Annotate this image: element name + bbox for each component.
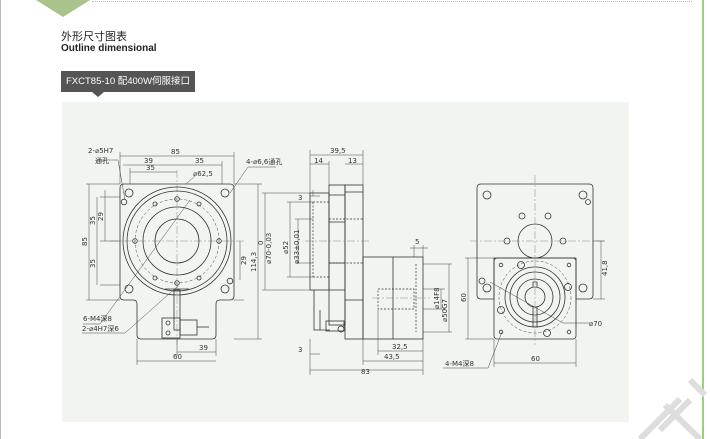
corner-holes bbox=[120, 188, 234, 294]
dim-35-left-upper: 35 bbox=[89, 216, 97, 225]
dim-32-5: 32,5 bbox=[392, 343, 408, 351]
section-title-en: Outline dimensional bbox=[61, 43, 157, 54]
page-left-border bbox=[0, 0, 1, 439]
dim-3-top: 3 bbox=[298, 194, 302, 202]
label-6-m4: 6-M4深8 bbox=[83, 314, 112, 323]
dim-dia-33: ⌀33±0,01 bbox=[293, 229, 301, 264]
dim-14: 14 bbox=[314, 157, 323, 165]
label-4-m4: 4-M4深8 bbox=[445, 359, 474, 368]
dim-39-top: 39 bbox=[144, 157, 153, 165]
dim-13: 13 bbox=[348, 157, 357, 165]
rear-view: 41,8 60 ⌀70 4-M4深8 60 bbox=[443, 175, 609, 369]
dim-43-5: 43,5 bbox=[384, 353, 400, 361]
dim-35-left-lower: 35 bbox=[89, 259, 97, 268]
label-through-hole: 通孔 bbox=[95, 156, 109, 165]
page-right-accent-line bbox=[702, 0, 704, 439]
dim-5: 5 bbox=[415, 238, 419, 246]
dim-29-left: 29 bbox=[97, 212, 105, 221]
section-title-cn: 外形尺寸图表 bbox=[61, 30, 127, 43]
dim-39-5: 39,5 bbox=[330, 147, 346, 155]
dim-41-8: 41,8 bbox=[601, 260, 609, 276]
dim-35-top-left: 35 bbox=[146, 164, 155, 172]
dim-dia-70: ⌀70-0,03 bbox=[265, 233, 273, 264]
dim-dia-50g7: ⌀50G7 bbox=[441, 299, 449, 322]
label-2-dia-4h7: 2-⌀4H7深6 bbox=[82, 324, 119, 333]
dim-83: 83 bbox=[361, 368, 370, 376]
header-triangle-decoration bbox=[36, 0, 90, 17]
dim-85-height: 85 bbox=[81, 237, 89, 246]
dim-85-width: 85 bbox=[171, 148, 180, 156]
dim-3-bottom: 3 bbox=[298, 346, 302, 354]
dim-114-3: 114,3 bbox=[250, 252, 258, 272]
label-4-dia-6-6: 4-⌀6,6通孔 bbox=[246, 157, 282, 166]
side-view: 39,5 14 13 3 0 ⌀70-0,03 ⌀52 ⌀33±0,01 5 ⌀… bbox=[257, 147, 452, 376]
dim-dia-52: ⌀52 bbox=[282, 241, 290, 254]
dim-29-right: 29 bbox=[240, 256, 248, 265]
dim-60-bottom-rear: 60 bbox=[531, 355, 540, 363]
dim-60-vertical: 60 bbox=[460, 293, 468, 302]
label-2-dia-5h7: 2-⌀5H7 bbox=[88, 147, 113, 155]
dim-dia-14f8: ⌀14F8 bbox=[433, 287, 441, 309]
drawing-panel bbox=[62, 102, 629, 422]
bolt-holes bbox=[132, 196, 222, 286]
dim-60-bottom: 60 bbox=[173, 353, 182, 361]
dim-dia-62-5: ⌀62,5 bbox=[193, 170, 213, 178]
dim-39-bottom: 39 bbox=[199, 344, 208, 352]
header-dotted-divider bbox=[92, 1, 692, 2]
watermark-logo bbox=[637, 377, 708, 439]
front-view: 85 39 35 35 ⌀62,5 2-⌀5H7 通孔 4-⌀6,6通孔 85 … bbox=[81, 147, 282, 365]
model-tag-pointer bbox=[92, 92, 104, 97]
model-tag: FXCT85-10 配400W伺服接口 bbox=[61, 71, 196, 92]
dim-35-top-right: 35 bbox=[195, 157, 204, 165]
dim-zero: 0 bbox=[257, 241, 265, 245]
dim-dia-70-rear: ⌀70 bbox=[589, 320, 602, 328]
